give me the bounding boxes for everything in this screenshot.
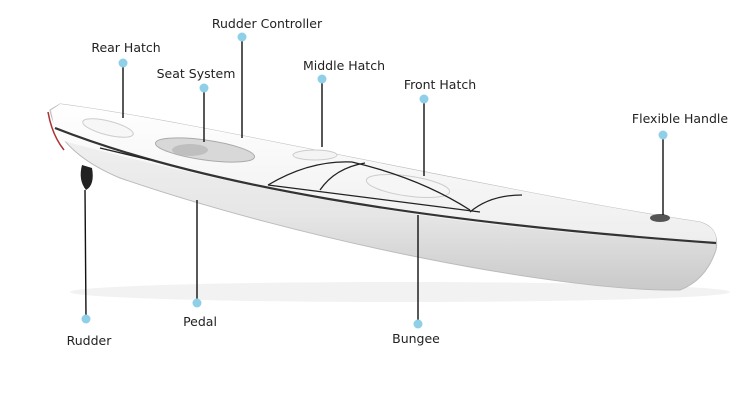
bungee-cords	[99, 147, 523, 213]
seat	[172, 144, 208, 156]
pedal-dot	[192, 298, 202, 308]
label-rear-hatch: Rear Hatch	[91, 40, 161, 55]
middle-hatch-cover	[292, 149, 338, 161]
label-rudder: Rudder	[66, 333, 112, 348]
leader-lines	[84, 37, 664, 323]
label-flexible-handle: Flexible Handle	[631, 111, 729, 126]
label-bungee: Bungee	[392, 331, 440, 346]
label-seat-system: Seat System	[156, 66, 236, 81]
rudder-dot	[81, 314, 91, 324]
front-hatch-cover	[365, 174, 451, 198]
stern-edge	[47, 111, 65, 151]
rudder-blade	[80, 165, 93, 190]
bungee-dot	[413, 319, 423, 329]
label-pedal: Pedal	[183, 314, 217, 329]
sheer-line	[54, 126, 717, 245]
handle	[650, 214, 670, 222]
front-hatch-dot	[419, 94, 429, 104]
rudder-controller-dot	[237, 32, 247, 42]
seat-system-dot	[199, 83, 209, 93]
flexible-handle-dot	[658, 130, 668, 140]
label-rudder-controller: Rudder Controller	[211, 16, 323, 31]
label-middle-hatch: Middle Hatch	[302, 58, 386, 73]
deck	[52, 104, 717, 243]
marker-dots	[81, 32, 668, 329]
rear-hatch-dot	[118, 58, 128, 68]
middle-hatch-dot	[317, 74, 327, 84]
rear-hatch-cover	[82, 118, 134, 138]
label-front-hatch: Front Hatch	[403, 77, 477, 92]
shadow	[70, 282, 730, 302]
